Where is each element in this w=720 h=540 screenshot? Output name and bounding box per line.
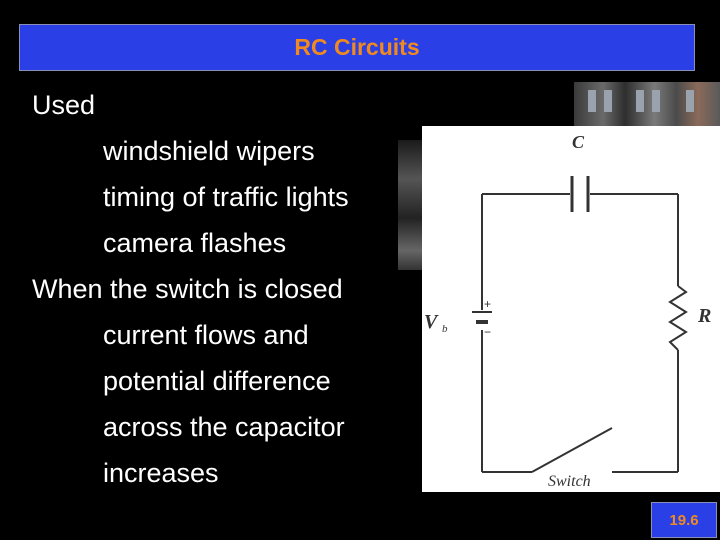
slide-number: 19.6 — [669, 511, 699, 529]
switch-arm — [531, 427, 613, 473]
battery-plus-sign: + — [484, 297, 491, 311]
battery-minus-sign: − — [484, 325, 491, 339]
photo-detail — [636, 90, 644, 112]
body-line: across the capacitor — [103, 412, 345, 442]
slide-title: RC Circuits — [294, 34, 420, 60]
body-text: Used windshield wipers timing of traffic… — [32, 82, 349, 496]
body-line: timing of traffic lights — [103, 182, 349, 212]
body-line: windshield wipers — [103, 136, 315, 166]
body-line: camera flashes — [103, 228, 287, 258]
title-bar: RC Circuits — [19, 24, 695, 71]
photo-detail — [604, 90, 612, 112]
battery-label: V — [424, 311, 439, 333]
battery-subscript: b — [442, 323, 448, 335]
switch-label: Switch — [548, 473, 591, 490]
resistor-label: R — [697, 305, 711, 327]
body-line: current flows and — [103, 320, 309, 350]
body-line: When the switch is closed — [32, 274, 343, 304]
rc-circuit-diagram: C R V b + − Switch — [422, 126, 720, 492]
body-line: Used — [32, 90, 96, 120]
photo-detail — [686, 90, 694, 112]
body-line: increases — [103, 458, 219, 488]
photo-detail — [652, 90, 660, 112]
resistor-zigzag — [668, 285, 688, 351]
traffic-photo — [398, 140, 422, 270]
building-photo — [574, 82, 720, 128]
circuit-svg: C R V b + − Switch — [424, 132, 711, 490]
capacitor-label: C — [572, 132, 585, 152]
slide-number-box: 19.6 — [651, 502, 717, 538]
photo-detail — [588, 90, 596, 112]
body-line: potential difference — [103, 366, 331, 396]
